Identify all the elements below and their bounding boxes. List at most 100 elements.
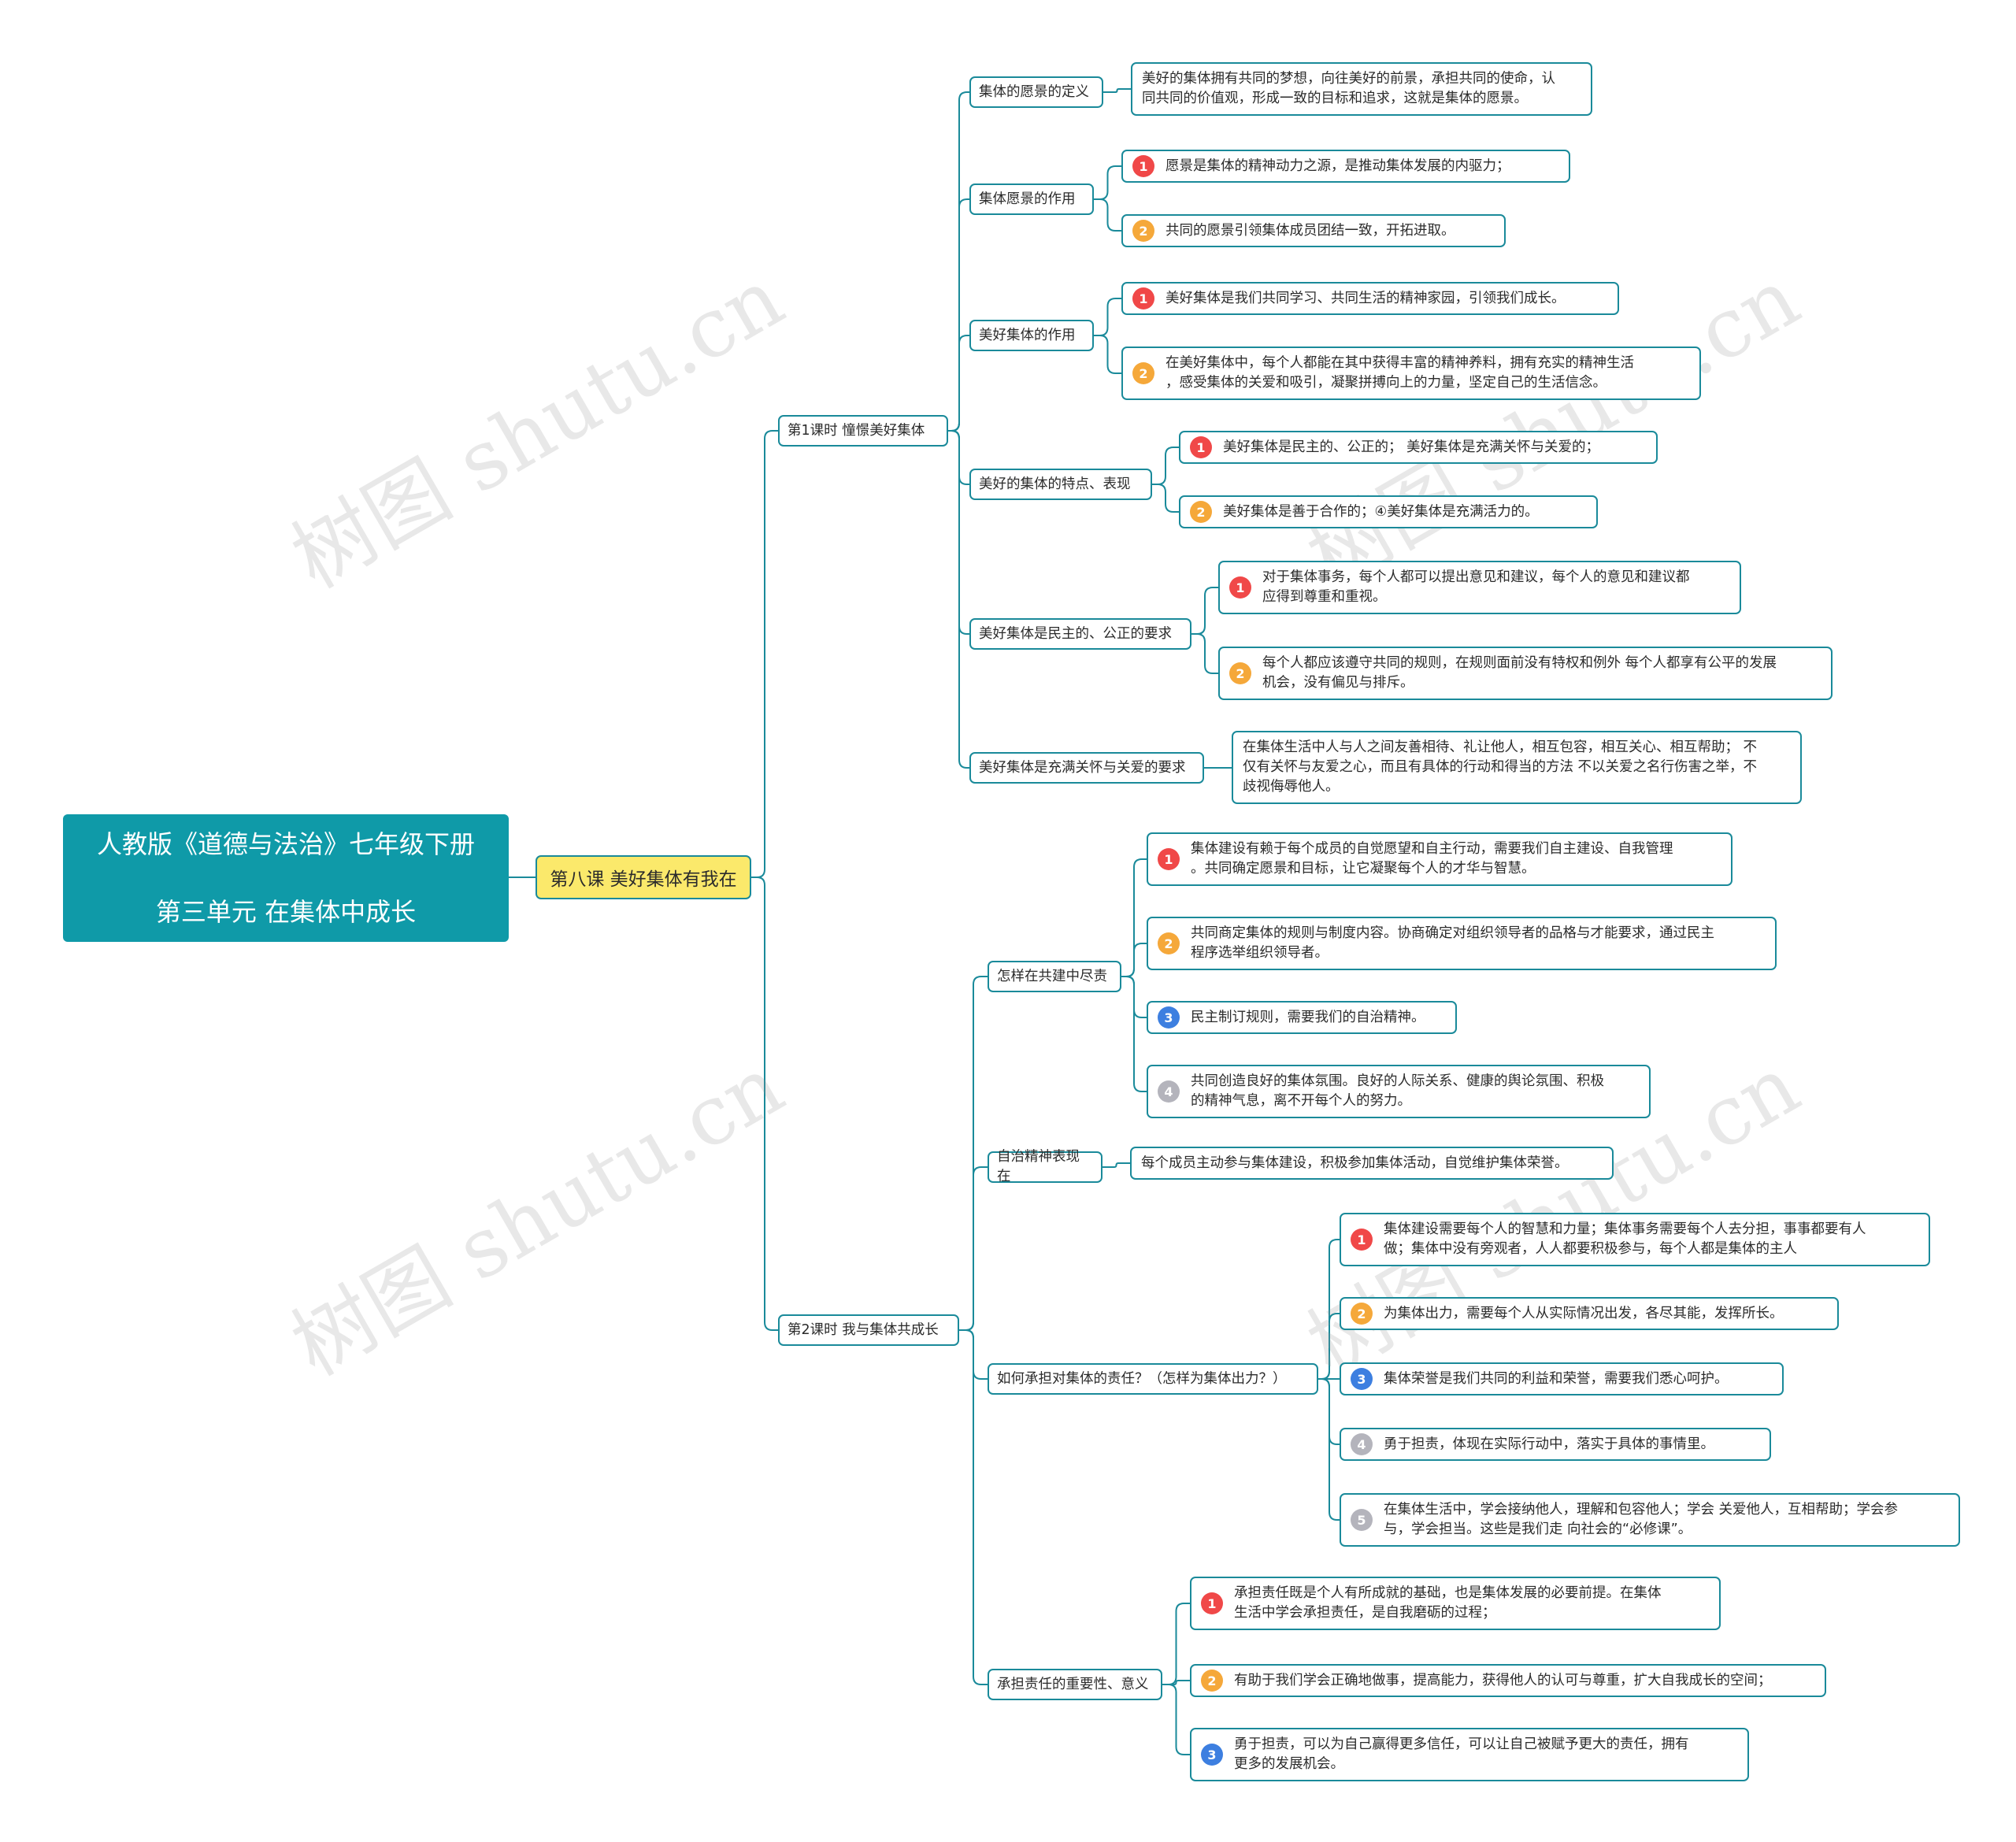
topic-label: 如何承担对集体的责任？（怎样为集体出力？） (997, 1370, 1287, 1387)
number-badge-icon: 1 (1132, 287, 1154, 309)
detail-text: 每个人都应该遵守共同的规则，在规则面前没有特权和例外 每个人都享有公平的发展 机… (1262, 655, 1777, 691)
connector-line (959, 1329, 988, 1685)
topic-node[interactable]: 如何承担对集体的责任？（怎样为集体出力？） (988, 1363, 1318, 1395)
topic-node[interactable]: 承担责任的重要性、意义 (988, 1669, 1162, 1700)
number-badge-icon: 2 (1158, 932, 1180, 954)
connector-line (1162, 1603, 1190, 1685)
root-subtitle: 第三单元 在集体中成长 (155, 897, 417, 927)
topic-node[interactable]: 美好集体是充满关怀与关爱的要求 (969, 752, 1204, 784)
topic-label: 怎样在共建中尽责 (997, 968, 1107, 984)
section-title: 第2课时 我与集体共成长 (788, 1321, 939, 1338)
connector-line (1094, 335, 1121, 374)
topic-node[interactable]: 怎样在共建中尽责 (988, 961, 1121, 992)
topic-label: 美好集体是充满关怀与关爱的要求 (979, 759, 1186, 776)
connector-line (1103, 88, 1131, 93)
detail-text: 勇于担责，体现在实际行动中，落实于具体的事情里。 (1384, 1436, 1714, 1452)
detail-text: 集体建设需要每个人的智慧和力量；集体事务需要每个人去分担，事事都要有人 做；集体… (1384, 1221, 1866, 1257)
section-title: 第1课时 憧憬美好集体 (788, 422, 925, 439)
number-badge-icon: 2 (1229, 662, 1251, 684)
topic-node[interactable]: 自治精神表现在 (988, 1149, 1102, 1184)
detail-text: 美好的集体拥有共同的梦想，向往美好的前景，承担共同的使命，认 同共同的价值观，形… (1142, 71, 1555, 106)
connector-line (948, 430, 969, 769)
detail-node[interactable]: 2 美好集体是善于合作的；④美好集体是充满活力的。 (1179, 495, 1598, 528)
detail-node[interactable]: 2 共同商定集体的规则与制度内容。协商确定对组织领导者的品格与才能要求，通过民主… (1147, 917, 1777, 970)
number-badge-icon: 2 (1201, 1670, 1223, 1692)
lesson-node[interactable]: 第八课 美好集体有我在 (536, 855, 751, 899)
topic-node[interactable]: 美好集体的作用 (969, 320, 1094, 351)
detail-node[interactable]: 1 集体建设有赖于每个成员的自觉愿望和自主行动，需要我们自主建设、自我管理 。共同… (1147, 832, 1732, 886)
root-node[interactable]: 人教版《道德与法治》七年级下册 第三单元 在集体中成长 (63, 814, 509, 942)
number-badge-icon: 1 (1351, 1229, 1373, 1251)
detail-node[interactable]: 每个成员主动参与集体建设，积极参加集体活动，自觉维护集体荣誉。 (1130, 1147, 1614, 1180)
section-node[interactable]: 第2课时 我与集体共成长 (778, 1314, 959, 1346)
detail-node[interactable]: 1 承担责任既是个人有所成就的基础，也是集体发展的必要前提。在集体 生活中学会承担… (1190, 1577, 1721, 1630)
connector-line (1191, 587, 1218, 635)
detail-text: 承担责任既是个人有所成就的基础，也是集体发展的必要前提。在集体 生活中学会承担责… (1234, 1585, 1662, 1621)
section-node[interactable]: 第1课时 憧憬美好集体 (778, 415, 948, 447)
topic-label: 美好的集体的特点、表现 (979, 476, 1131, 492)
number-badge-icon: 3 (1351, 1368, 1373, 1390)
number-badge-icon: 2 (1132, 362, 1154, 384)
connector-line (1121, 976, 1147, 1092)
topic-node[interactable]: 集体愿景的作用 (969, 183, 1094, 215)
detail-node[interactable]: 2 为集体出力，需要每个人从实际情况出发，各尽其能，发挥所长。 (1340, 1297, 1839, 1330)
number-badge-icon: 2 (1132, 220, 1154, 242)
topic-node[interactable]: 美好的集体的特点、表现 (969, 469, 1152, 500)
detail-text: 共同商定集体的规则与制度内容。协商确定对组织领导者的品格与才能要求，通过民主 程… (1191, 925, 1714, 961)
detail-node[interactable]: 1 愿景是集体的精神动力之源，是推动集体发展的内驱力； (1121, 150, 1570, 183)
detail-text: 在集体生活中，学会接纳他人，理解和包容他人；学会 关爱他人，互相帮助；学会参 与… (1384, 1502, 1899, 1537)
connector-line (1152, 484, 1179, 513)
topic-label: 承担责任的重要性、意义 (997, 1676, 1149, 1692)
detail-text: 美好集体是善于合作的；④美好集体是充满活力的。 (1223, 503, 1539, 520)
detail-node[interactable]: 2 每个人都应该遵守共同的规则，在规则面前没有特权和例外 每个人都享有公平的发展 … (1218, 647, 1833, 700)
topic-node[interactable]: 集体的愿景的定义 (969, 76, 1103, 108)
number-badge-icon: 1 (1158, 848, 1180, 870)
detail-node[interactable]: 美好的集体拥有共同的梦想，向往美好的前景，承担共同的使命，认 同共同的价值观，形… (1131, 62, 1592, 116)
connector-line (1094, 298, 1121, 336)
number-badge-icon: 4 (1158, 1080, 1180, 1103)
topic-node[interactable]: 美好集体是民主的、公正的要求 (969, 618, 1191, 650)
topic-label: 美好集体的作用 (979, 327, 1076, 343)
topic-label: 自治精神表现在 (997, 1149, 1080, 1184)
number-badge-icon: 1 (1201, 1592, 1223, 1614)
topic-label: 美好集体是民主的、公正的要求 (979, 625, 1172, 642)
number-badge-icon: 3 (1158, 1006, 1180, 1028)
detail-text: 集体建设有赖于每个成员的自觉愿望和自主行动，需要我们自主建设、自我管理 。共同确… (1191, 841, 1673, 877)
detail-text: 对于集体事务，每个人都可以提出意见和建议，每个人的意见和建议都 应得到尊重和重视… (1262, 569, 1690, 605)
detail-node[interactable]: 1 集体建设需要每个人的智慧和力量；集体事务需要每个人去分担，事事都要有人 做；集… (1340, 1213, 1930, 1266)
detail-text: 为集体出力，需要每个人从实际情况出发，各尽其能，发挥所长。 (1384, 1305, 1784, 1321)
number-badge-icon: 1 (1132, 155, 1154, 177)
connector-line (751, 430, 778, 878)
connector-line (1318, 1313, 1340, 1380)
connector-line (948, 335, 969, 432)
connector-line (1094, 198, 1121, 232)
connector-line (1094, 165, 1121, 200)
detail-text: 每个成员主动参与集体建设，积极参加集体活动，自觉维护集体荣誉。 (1141, 1154, 1569, 1171)
number-badge-icon: 2 (1351, 1303, 1373, 1325)
detail-text: 有助于我们学会正确地做事，提高能力，获得他人的认可与尊重，扩大自我成长的空间； (1234, 1672, 1772, 1688)
detail-text: 美好集体是民主的、公正的； 美好集体是充满关怀与关爱的； (1223, 439, 1600, 455)
number-badge-icon: 2 (1190, 501, 1212, 523)
detail-text: 愿景是集体的精神动力之源，是推动集体发展的内驱力； (1166, 158, 1510, 174)
connector-line (751, 877, 778, 1331)
detail-text: 共同的愿景引领集体成员团结一致，开拓进取。 (1166, 222, 1455, 239)
detail-text: 美好集体是我们共同学习、共同生活的精神家园，引领我们成长。 (1166, 290, 1566, 306)
connector-line (1162, 1684, 1190, 1755)
detail-node[interactable]: 在集体生活中人与人之间友善相待、礼让他人，相互包容，相互关心、相互帮助； 不 仅… (1232, 731, 1802, 804)
connector-line (959, 1166, 988, 1331)
detail-text: 勇于担责，可以为自己赢得更多信任，可以让自己被赋予更大的责任，拥有 更多的发展机… (1234, 1736, 1689, 1772)
detail-node[interactable]: 2 有助于我们学会正确地做事，提高能力，获得他人的认可与尊重，扩大自我成长的空间； (1190, 1664, 1826, 1697)
detail-node[interactable]: 1 美好集体是我们共同学习、共同生活的精神家园，引领我们成长。 (1121, 282, 1619, 315)
topic-label: 集体愿景的作用 (979, 191, 1076, 207)
detail-node[interactable]: 2 共同的愿景引领集体成员团结一致，开拓进取。 (1121, 214, 1506, 247)
